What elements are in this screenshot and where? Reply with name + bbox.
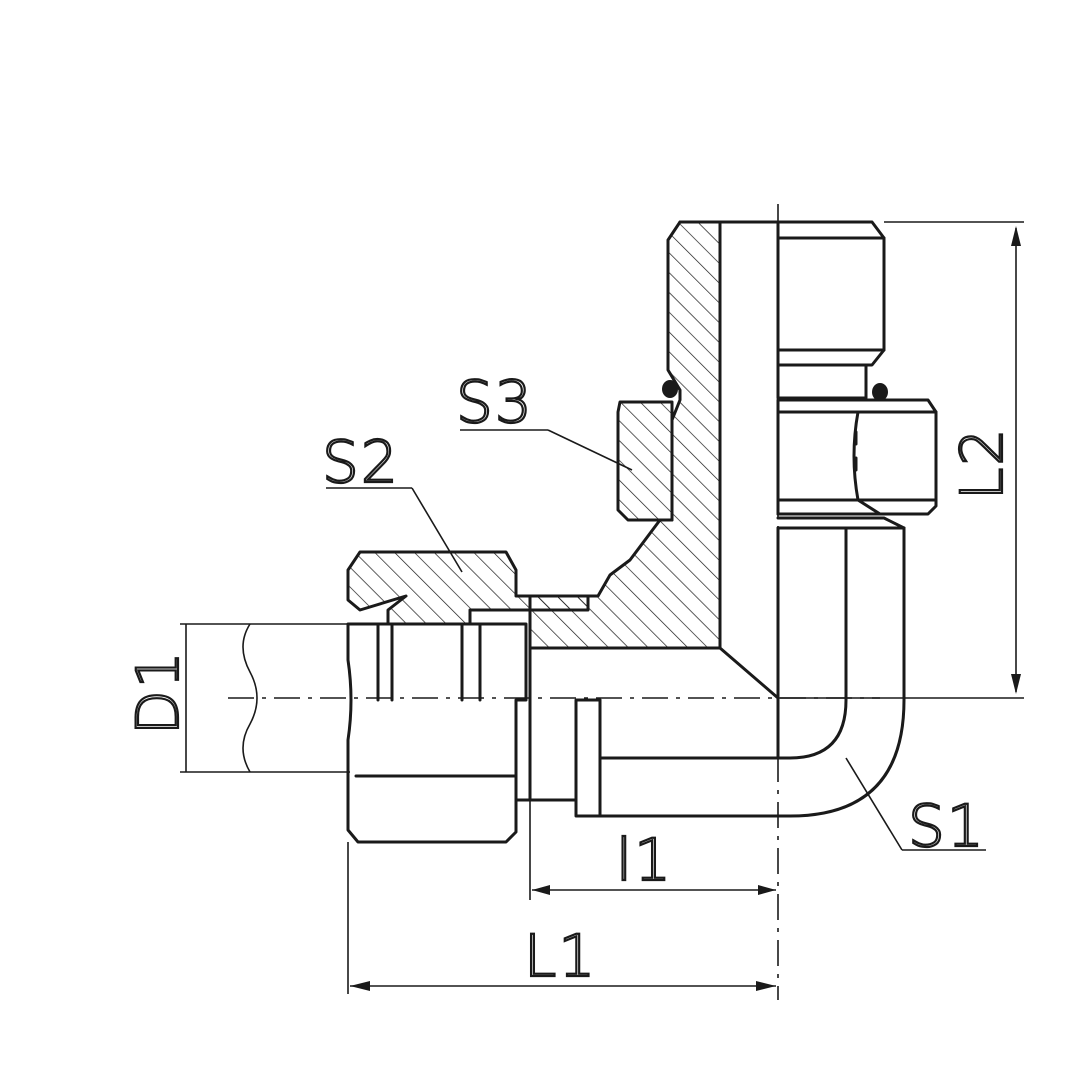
swivel-nut-s2 xyxy=(346,550,590,844)
label-d1: D1 xyxy=(124,649,192,735)
stud-neck xyxy=(776,363,868,400)
branch-spigot xyxy=(574,698,602,818)
leader-s1: S1 xyxy=(845,757,986,861)
dimension-l2: L2 xyxy=(778,221,1024,699)
label-s1: S1 xyxy=(908,792,986,860)
leader-s2: S2 xyxy=(321,427,463,573)
label-l1-small: l1 xyxy=(616,826,673,894)
dimension-l1: L1 xyxy=(347,842,776,994)
o-ring-seal-right xyxy=(872,383,888,401)
label-s3: S3 xyxy=(456,368,534,436)
lock-nut-s3 xyxy=(616,398,938,522)
o-ring-seal-left xyxy=(662,380,678,398)
label-l2: L2 xyxy=(948,427,1016,500)
label-s2: S2 xyxy=(322,428,400,496)
elbow-outer xyxy=(598,526,906,818)
swivel-nut-body xyxy=(346,622,528,844)
dimension-d1: D1 xyxy=(123,623,350,773)
stud-thread xyxy=(776,220,886,367)
label-l1: L1 xyxy=(524,922,597,990)
stud-body-section xyxy=(528,220,888,700)
lock-nut-hatched-section xyxy=(616,400,674,522)
dimension-l1-small: l1 xyxy=(529,800,776,900)
leader-s3: S3 xyxy=(455,367,633,471)
